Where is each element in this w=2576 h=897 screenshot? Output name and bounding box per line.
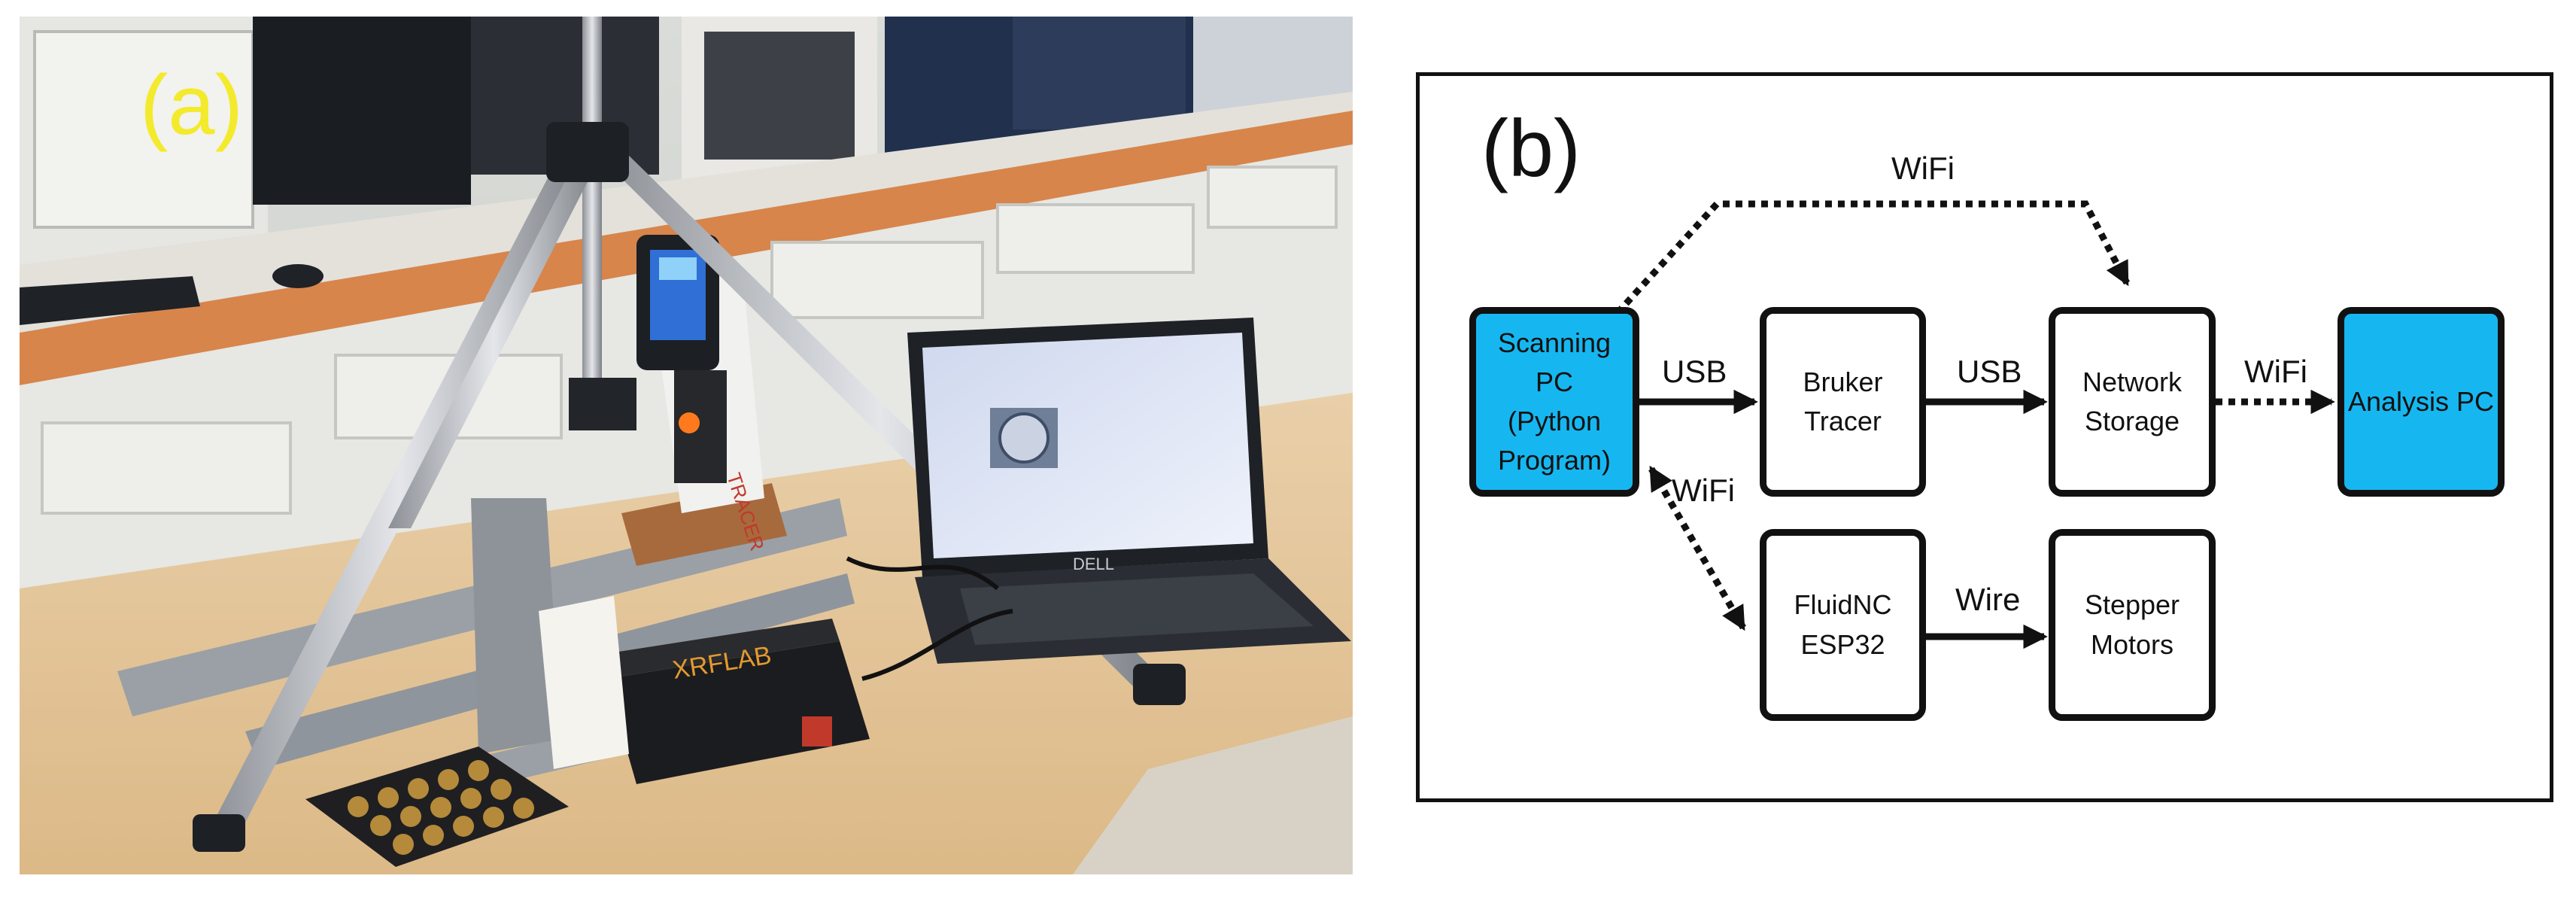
node-scanning-pc: Scanning PC (Python Program) — [1469, 307, 1639, 497]
node-analysis-pc: Analysis PC — [2338, 307, 2505, 497]
node-network-storage: Network Storage — [2049, 307, 2216, 497]
edge-label-wifi-diag: WiFi — [1672, 473, 1735, 508]
edge-wifi-diag-line — [1648, 465, 1746, 631]
edge-label-wire: Wire — [1955, 582, 2021, 617]
lab-setup-photo: TRACER DELL XRFLAB — [20, 17, 1353, 874]
panel-a-label: (a) — [140, 58, 243, 152]
node-bruker-tracer: Bruker Tracer — [1760, 307, 1926, 497]
edge-label-wifi-top: WiFi — [1891, 151, 1955, 186]
photo-panel-a: TRACER DELL XRFLAB — [20, 17, 1353, 874]
panel-b-label: (b) — [1481, 102, 1581, 193]
node-stepper-motors: Stepper Motors — [2049, 529, 2216, 721]
edge-label-usb-2: USB — [1957, 354, 2022, 389]
connection-lines — [1597, 200, 2335, 649]
edge-label-wifi-right: WiFi — [2244, 354, 2307, 389]
panel-b-diagram: (b) Scanning PC (Python Program) Bruker … — [1416, 72, 2553, 802]
node-fluidnc-esp32: FluidNC ESP32 — [1760, 529, 1926, 721]
laptop-brand-text: DELL — [1073, 555, 1114, 573]
edge-label-usb-1: USB — [1662, 354, 1727, 389]
